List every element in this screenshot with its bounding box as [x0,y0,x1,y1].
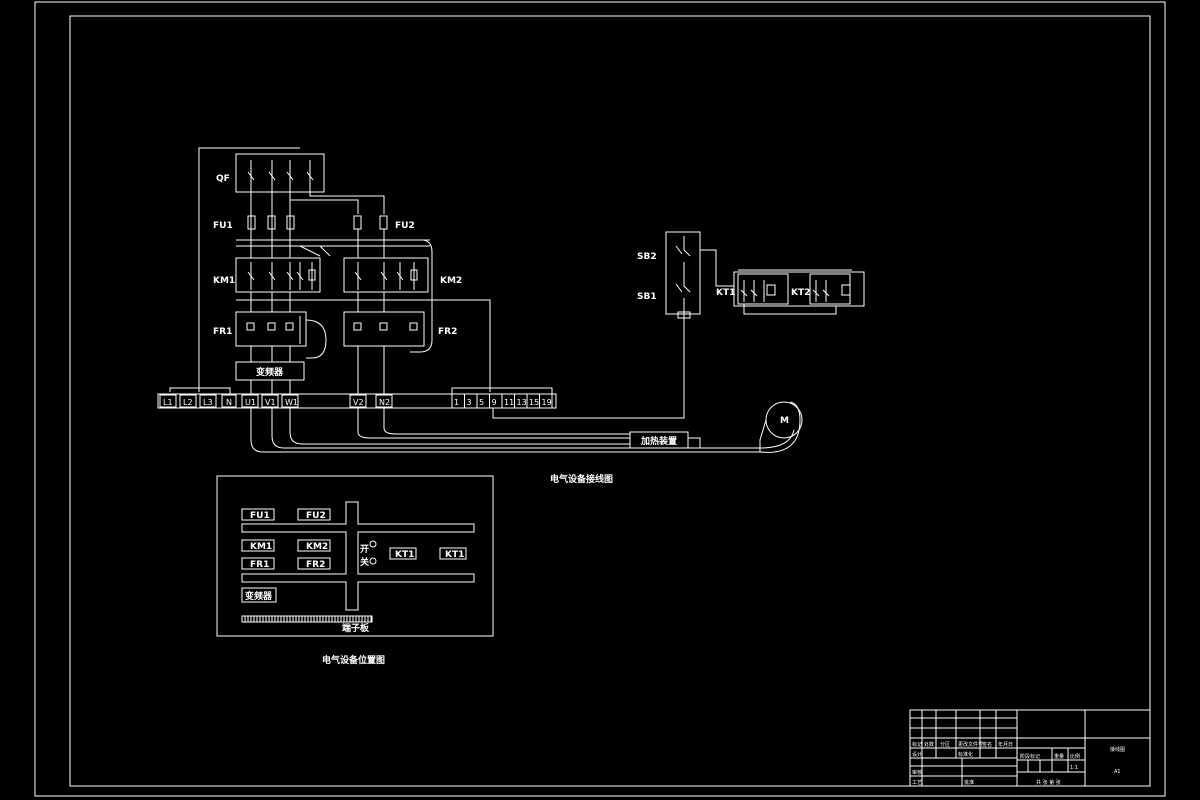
terminal-V2: V2 [353,398,364,407]
layout-fr1 [241,557,275,570]
inverter-label: 变频器 [256,366,284,378]
inverter-box [235,361,305,381]
layout-fu2-label: FU2 [306,511,326,521]
svg-text:阶段标记: 阶段标记 [1020,753,1040,760]
inner-frame [69,15,1151,787]
svg-text:共 张 第 张: 共 张 第 张 [1036,779,1061,786]
fr1-label: FR1 [213,327,232,337]
layout-fu1 [241,508,275,521]
heater-label: 加热装置 [640,435,677,447]
switch-on-label: 开 [360,544,369,555]
kt2-label: KT2 [791,288,810,298]
switch-off-label: 关 [360,556,369,568]
layout-kt1-b-label: KT1 [445,550,464,560]
title-block-sheet: A1 [1114,769,1121,775]
terminal-L2: L2 [183,398,193,407]
layout-km2-label: KM2 [306,542,328,552]
terminal-15: 15 [529,398,539,407]
layout-kt1-a [389,547,417,560]
fu2-label: FU2 [395,221,415,231]
terminal-3: 3 [467,398,472,407]
layout-fr2 [297,557,331,570]
mounting-rails [241,501,475,611]
terminal-L3: L3 [203,398,213,407]
layout-fu2 [297,508,331,521]
kt-panel [733,271,865,307]
terminal-5: 5 [479,398,484,407]
fu2-fuse-a [353,215,362,230]
qf-label: QF [216,174,230,184]
terminal-11: 11 [504,398,514,407]
svg-text:工艺: 工艺 [912,780,922,786]
terminal-L1: L1 [163,398,173,407]
wiring-diagram: QF FU1 FU2 KM1 KM2 [157,147,865,485]
sb2-label: SB2 [637,252,657,262]
terminal-19: 19 [542,398,552,407]
svg-text:处数: 处数 [924,741,934,748]
svg-text:重量: 重量 [1054,753,1064,760]
switch-off-icon [369,557,377,565]
layout-km2 [297,539,331,552]
svg-text:批准: 批准 [964,779,974,786]
fr1-overload [235,311,307,347]
terminal-N2: N2 [379,398,390,407]
terminal-W1: W1 [285,398,298,407]
svg-text:标准化: 标准化 [958,751,973,758]
svg-text:年月日: 年月日 [998,741,1013,748]
title-block: 标记处数分区 更改文件号签名年月日 设计标准化 审核工艺批准 阶段标记重量比例 … [909,709,1151,787]
fu1-label: FU1 [213,221,233,231]
outer-frame [34,1,1166,797]
title-block-scale: 1:1 [1070,765,1078,771]
terminal-13: 13 [517,398,527,407]
title-block-drawing-name: 接线图 [1110,746,1125,753]
layout-diagram-title: 电气设备位置图 [322,654,385,666]
terminal-9: 9 [492,398,497,407]
sb-panel [665,231,701,315]
terminal-board-label: 端子板 [342,622,370,634]
km2-contactor [343,257,429,293]
terminal-V1: V1 [265,398,276,407]
km2-label: KM2 [440,276,462,286]
terminal-1: 1 [454,398,459,407]
layout-km1 [241,539,275,552]
svg-text:标记: 标记 [912,741,922,748]
wiring-diagram-title: 电气设备接线图 [550,473,613,485]
layout-fu1-label: FU1 [250,511,270,521]
terminal-strip [157,393,557,409]
layout-diagram: FU1 FU2 KM1 KM2 FR1 FR2 开 关 KT1 KT1 变频器 … [216,475,494,666]
svg-text:签名: 签名 [982,741,992,748]
fr2-label: FR2 [438,327,457,337]
motor-label: M [780,416,789,426]
layout-fr1-label: FR1 [250,560,269,570]
km1-label: KM1 [213,276,235,286]
heater-box [629,431,689,449]
svg-text:分区: 分区 [940,741,950,748]
terminal-N: N [226,398,232,407]
layout-km1-label: KM1 [250,542,272,552]
fu2-fuse-b [379,215,388,230]
km1-contactor [235,257,321,293]
layout-inverter [241,587,277,603]
sb1-label: SB1 [637,292,657,302]
svg-text:更改文件号: 更改文件号 [958,741,983,748]
svg-text:审核: 审核 [912,769,922,776]
layout-fr2-label: FR2 [306,560,325,570]
kt1-label: KT1 [716,288,735,298]
svg-text:比例: 比例 [1070,753,1080,760]
layout-kt1-b [439,547,467,560]
fr2-overload [343,311,425,347]
layout-kt1-a-label: KT1 [395,550,414,560]
terminal-board [241,615,373,623]
layout-inverter-label: 变频器 [245,590,273,602]
layout-panel [216,475,494,637]
terminal-U1: U1 [245,398,256,407]
qf-breaker [235,153,325,193]
switch-on-icon [369,540,377,548]
svg-text:设计: 设计 [912,751,922,758]
